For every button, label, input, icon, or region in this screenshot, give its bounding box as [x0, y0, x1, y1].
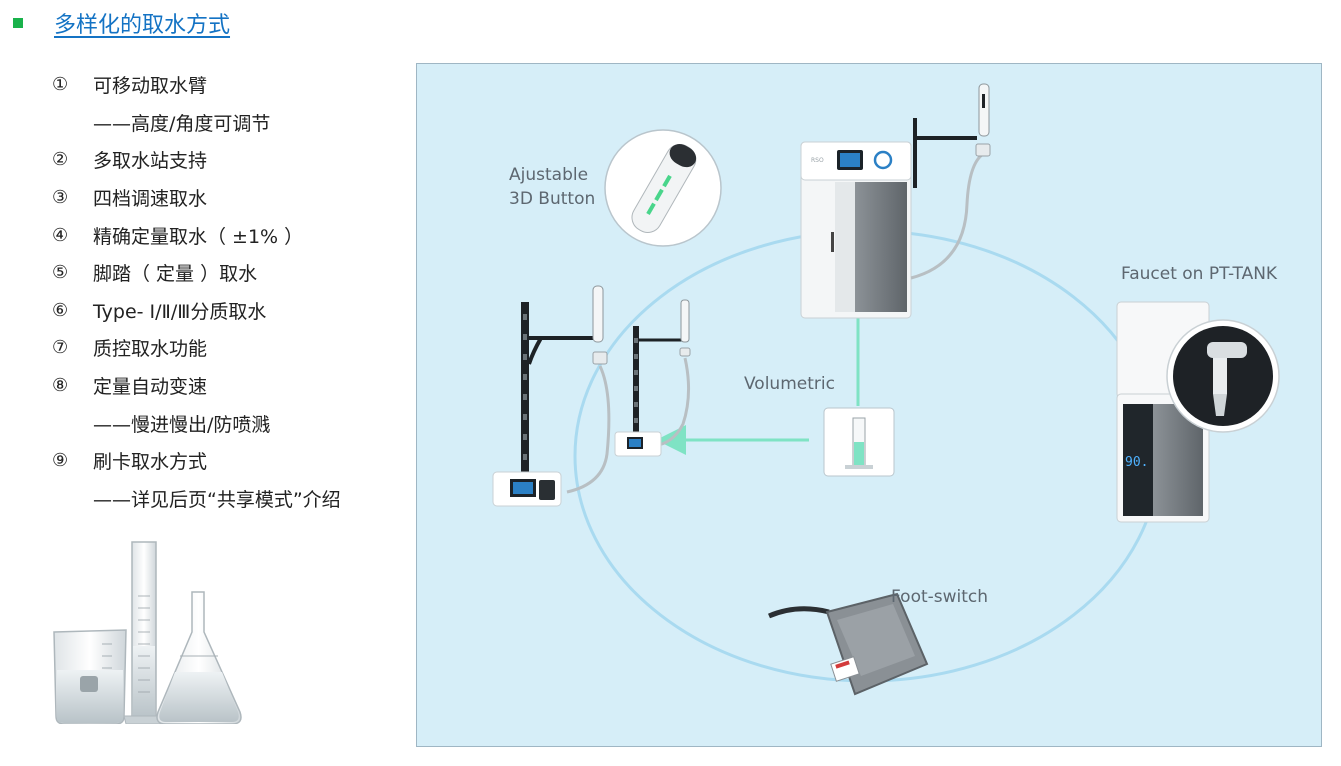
volumetric-icon [823, 407, 895, 477]
diagram-graphics: RSO [492, 83, 1280, 696]
feature-number: ⑤ [52, 262, 69, 284]
button-zoom [604, 129, 722, 247]
feature-item: ③ 四档调速取水 [52, 179, 412, 217]
feature-number: ④ [52, 224, 69, 246]
feature-item: ⑨ 刷卡取水方式 [52, 442, 412, 480]
feature-number: ⑧ [52, 375, 69, 397]
feature-text: 定量自动变速 [93, 376, 208, 399]
feature-number: ② [52, 149, 69, 171]
lab-glassware-illustration [52, 541, 248, 752]
main-purifier-unit: RSO [800, 83, 991, 319]
section-title-link[interactable]: 多样化的取水方式 [54, 13, 231, 38]
tank-display-value: 90. [1125, 455, 1148, 470]
feature-list: ① 可移动取水臂 ——高度/角度可调节 ② 多取水站支持 ③ 四档调速取水 ④ … [52, 66, 412, 517]
feature-subtext: ——高度/角度可调节 [93, 112, 271, 135]
feature-item: ② 多取水站支持 [52, 141, 412, 179]
feature-text: 刷卡取水方式 [93, 451, 208, 474]
feature-text: 脚踏（ 定量 ）取水 [93, 263, 258, 286]
feature-text: 精确定量取水（ ±1% ） [93, 225, 304, 248]
feature-subtext: ——详见后页“共享模式”介绍 [93, 488, 341, 511]
feature-number: ③ [52, 187, 69, 209]
feature-item: ⑤ 脚踏（ 定量 ）取水 [52, 254, 412, 292]
label-volumetric: Volumetric [744, 374, 835, 394]
feature-item: ④ 精确定量取水（ ±1% ） [52, 216, 412, 254]
label-adjustable-button: Ajustable 3D Button [509, 165, 596, 209]
foot-switch [768, 592, 929, 696]
feature-number: ⑨ [52, 450, 69, 472]
feature-item: ⑥ Type- Ⅰ/Ⅱ/Ⅲ分质取水 [52, 292, 412, 330]
feature-text: 多取水站支持 [93, 150, 208, 173]
label-faucet-pt-tank: Faucet on PT-TANK [1121, 264, 1278, 284]
bullet-square-icon [13, 18, 23, 28]
section-header: 多样化的取水方式 [10, 8, 230, 38]
water-dispensing-diagram: RSO [416, 63, 1322, 747]
feature-text: 四档调速取水 [93, 188, 208, 211]
feature-number: ⑥ [52, 299, 69, 321]
feature-text: 质控取水功能 [93, 338, 208, 361]
pt-tank-unit: 90. [1116, 301, 1280, 523]
feature-text: 可移动取水臂 [93, 75, 208, 98]
svg-text:RSO: RSO [811, 157, 824, 164]
feature-item: ⑦ 质控取水功能 [52, 329, 412, 367]
dispensing-stations [492, 285, 691, 507]
feature-item: ⑧ 定量自动变速 [52, 367, 412, 405]
feature-number: ⑦ [52, 337, 69, 359]
label-foot-switch: Foot-switch [891, 587, 989, 607]
feature-number: ① [52, 74, 69, 96]
feature-text: Type- Ⅰ/Ⅱ/Ⅲ分质取水 [93, 300, 267, 323]
feature-subtext: ——慢进慢出/防喷溅 [93, 413, 271, 436]
feature-item: ① 可移动取水臂 [52, 66, 412, 104]
